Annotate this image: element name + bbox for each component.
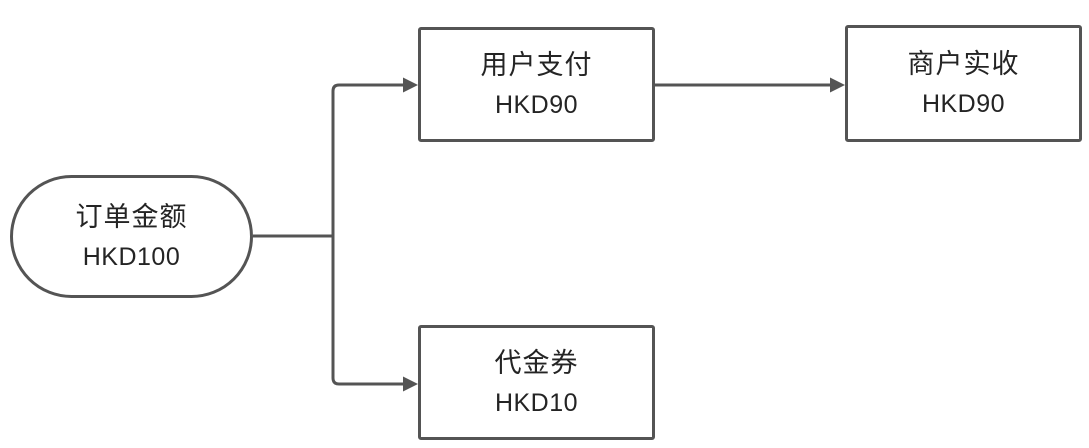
node-voucher: 代金券 HKD10 [418, 325, 655, 440]
arrowhead-user-payment-icon [403, 77, 418, 93]
node-label: 代金券 [494, 347, 579, 378]
node-label: 商户实收 [907, 48, 1020, 79]
node-label: 用户支付 [480, 49, 593, 80]
arrowhead-merchant-icon [830, 77, 845, 93]
edge-order-to-voucher [331, 236, 403, 386]
arrowhead-voucher-icon [403, 376, 418, 392]
node-amount: HKD90 [494, 90, 579, 119]
node-amount: HKD90 [921, 89, 1006, 118]
node-merchant-received: 商户实收 HKD90 [845, 25, 1082, 142]
edge-order-to-user-payment [331, 83, 403, 236]
node-amount: HKD100 [82, 242, 181, 271]
node-order-amount: 订单金额 HKD100 [10, 175, 253, 298]
node-amount: HKD10 [494, 388, 579, 417]
node-label: 订单金额 [75, 201, 188, 232]
node-user-payment: 用户支付 HKD90 [418, 27, 655, 142]
